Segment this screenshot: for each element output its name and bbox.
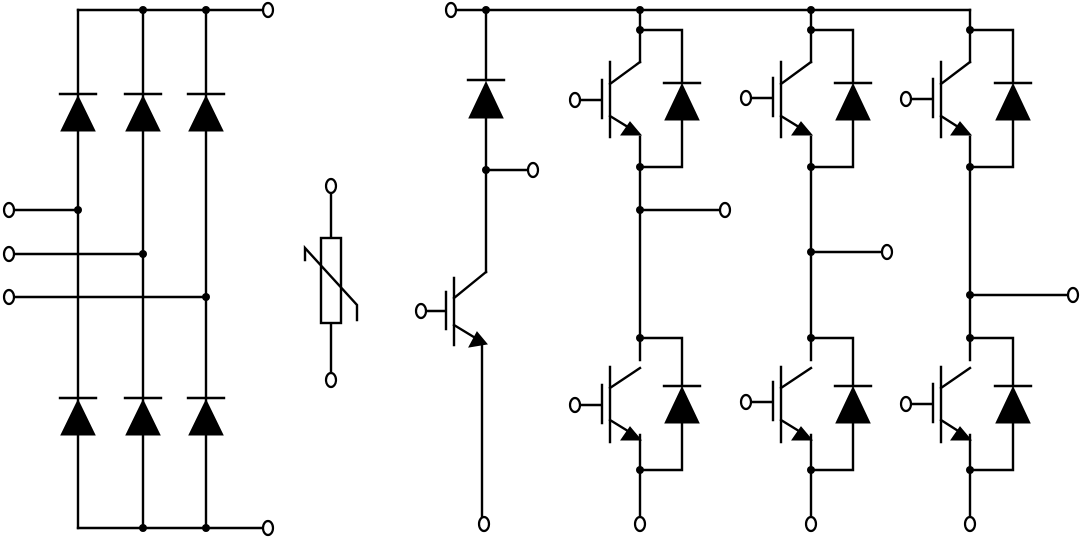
- brake-chopper: [414, 1, 972, 533]
- ac-input-terminal-1: [2, 201, 16, 219]
- rectifier-diode-upper-1: [58, 92, 98, 132]
- rectifier-diode-lower-1: [58, 396, 98, 436]
- brake-diode: [466, 78, 506, 119]
- inverter-leg-3: [899, 8, 1080, 533]
- gate-terminal-u-high: [568, 91, 582, 109]
- igbt-v-high: [749, 28, 873, 169]
- ac-input-terminal-3: [2, 288, 16, 306]
- emitter-terminal-u: [633, 515, 647, 533]
- brake-gate-terminal: [414, 302, 428, 320]
- rectifier-diode-upper-3: [186, 92, 226, 132]
- inverter-leg-2: [739, 6, 894, 533]
- inverter: [568, 6, 1080, 533]
- gate-terminal-u-low: [568, 396, 582, 414]
- igbt-u-high: [578, 28, 702, 169]
- rectifier-diode-lower-3: [186, 396, 226, 436]
- igbt-w-low: [909, 336, 1033, 472]
- igbt-w-high: [909, 28, 1033, 169]
- gate-terminal-v-low: [739, 393, 753, 411]
- varistor-terminal-bottom: [324, 371, 338, 389]
- rectifier-dc-plus-terminal: [261, 1, 275, 19]
- brake-output-terminal: [526, 161, 540, 179]
- emitter-terminal-w: [963, 515, 977, 533]
- emitter-terminal-v: [804, 515, 818, 533]
- rectifier-diode-upper-2: [123, 92, 163, 132]
- output-terminal-u: [718, 201, 732, 219]
- brake-igbt: [424, 270, 488, 524]
- gate-terminal-w-high: [899, 90, 913, 108]
- rectifier-dc-minus-terminal: [261, 519, 275, 537]
- gate-terminal-v-high: [739, 89, 753, 107]
- varistor: [303, 177, 359, 389]
- varistor-body: [319, 236, 343, 325]
- rectifier-bridge: [2, 1, 275, 537]
- rectifier-diode-lower-2: [123, 396, 163, 436]
- igbt-u-low: [578, 336, 702, 472]
- ac-input-terminal-2: [2, 245, 16, 263]
- igbt-v-low: [749, 336, 873, 472]
- gate-terminal-w-low: [899, 395, 913, 413]
- output-terminal-w: [1066, 286, 1080, 304]
- varistor-terminal-top: [324, 177, 338, 195]
- dc-bus-plus-terminal: [444, 1, 458, 19]
- inverter-leg-1: [568, 6, 732, 533]
- brake-emitter-terminal: [477, 515, 491, 533]
- output-terminal-v: [880, 243, 894, 261]
